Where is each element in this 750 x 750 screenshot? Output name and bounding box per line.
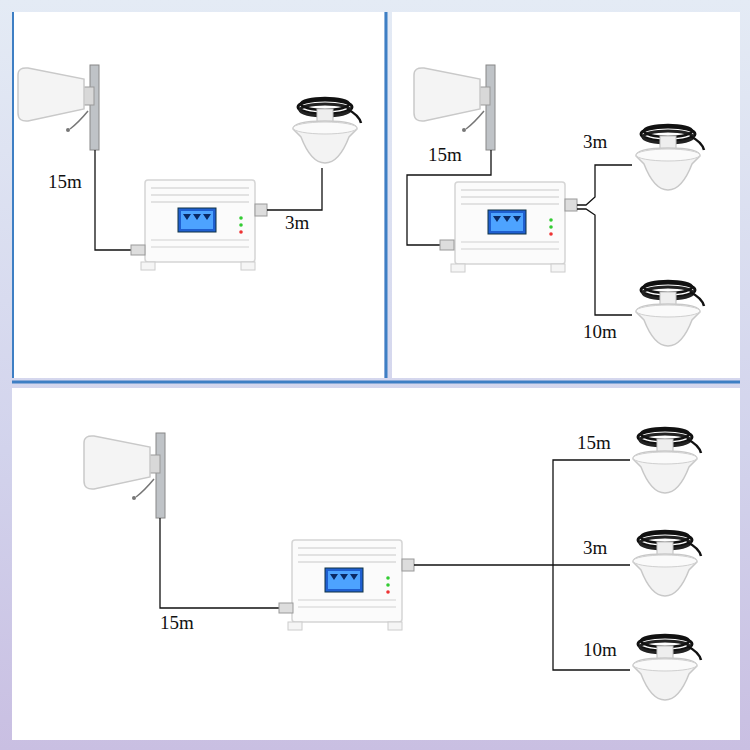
connector xyxy=(565,199,577,211)
connector xyxy=(255,204,267,216)
cable-length: 10m xyxy=(583,640,617,661)
connector xyxy=(402,559,414,571)
cable-length: 3m xyxy=(285,213,309,234)
dome-antenna xyxy=(633,428,701,493)
cable xyxy=(160,518,280,608)
cable-length: 3m xyxy=(583,538,607,559)
panel xyxy=(12,12,384,378)
connector xyxy=(131,245,145,255)
connector xyxy=(279,603,293,613)
signal-booster xyxy=(451,182,565,272)
cable-length: 15m xyxy=(428,145,462,166)
panel xyxy=(392,12,740,378)
cable xyxy=(577,209,632,315)
cable-length: 15m xyxy=(160,613,194,634)
cable xyxy=(414,564,553,565)
dome-antenna xyxy=(633,635,701,700)
cable-length: 3m xyxy=(583,132,607,153)
panel-border xyxy=(12,381,740,384)
cable xyxy=(553,564,630,565)
cable xyxy=(267,168,322,210)
yagi-antenna xyxy=(414,65,495,150)
dome-antenna xyxy=(293,98,361,163)
dome-antenna xyxy=(636,281,704,346)
yagi-antenna xyxy=(84,433,165,518)
signal-booster xyxy=(141,180,255,270)
dome-antenna xyxy=(636,125,704,190)
cable xyxy=(95,150,132,250)
yagi-antenna xyxy=(18,65,99,150)
cable xyxy=(577,165,632,205)
cable xyxy=(553,460,630,670)
panel-border xyxy=(385,12,388,378)
panel-border xyxy=(12,12,14,378)
connector xyxy=(440,240,454,250)
signal-booster xyxy=(288,540,402,630)
panel xyxy=(12,388,740,740)
cable-length: 15m xyxy=(48,172,82,193)
cable-length: 15m xyxy=(577,433,611,454)
dome-antenna xyxy=(633,531,701,596)
cable-length: 10m xyxy=(583,322,617,343)
